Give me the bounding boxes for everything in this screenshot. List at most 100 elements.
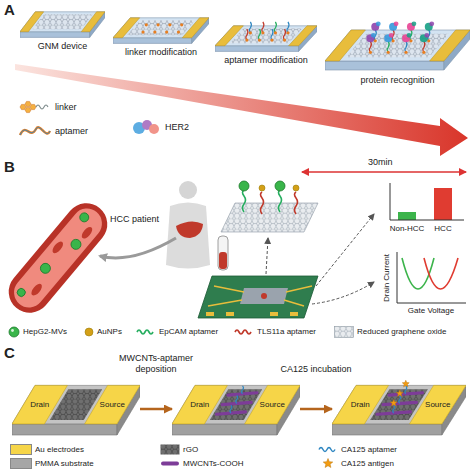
device-illustration [215, 14, 317, 54]
legend-symbol [149, 124, 159, 134]
legend-swatch [10, 444, 32, 455]
legend-symbol [318, 444, 338, 455]
step-label: CA125 incubation [280, 364, 351, 375]
legend-text: MWCNTs-COOH [183, 459, 243, 469]
panel-letter: C [4, 344, 15, 362]
device-illustration [20, 12, 44, 32]
device-illustration [405, 41, 407, 52]
device-illustration [12, 385, 67, 424]
device-illustration [12, 424, 117, 435]
blood-vessel [69, 237, 83, 251]
device-illustration [387, 51, 390, 54]
blood-vessel [38, 261, 52, 275]
graphene-sheet [295, 192, 298, 214]
device-illustration [258, 39, 261, 42]
device-illustration [332, 385, 389, 424]
sensor-chip [290, 312, 298, 316]
device-illustration [346, 34, 449, 58]
blood-vessel [0, 195, 116, 322]
legend-symbol [335, 327, 354, 338]
device-illustration [113, 18, 140, 38]
device-illustration [182, 18, 209, 38]
transfer-curve: Drain CurrentGate Voltage [380, 250, 468, 316]
panel-letter: B [4, 158, 15, 176]
workflow-arrow [15, 64, 468, 156]
device-illustration [332, 385, 466, 424]
device-illustration [20, 12, 105, 32]
device-illustration [287, 22, 289, 33]
device-illustration [230, 405, 232, 413]
stage-device: aptamer modification [215, 14, 317, 66]
electrode-label: Drain [351, 400, 370, 410]
device-illustration [325, 61, 444, 70]
device-illustration [81, 12, 105, 32]
process-arrow [300, 408, 332, 411]
device-illustration [215, 26, 317, 46]
device-illustration [246, 29, 248, 40]
graphene-sheet [261, 192, 264, 214]
device-illustration [371, 33, 376, 38]
category-label: Non-HCC [389, 224, 425, 234]
legend-item: rGO [160, 444, 198, 455]
device-illustration [394, 21, 399, 26]
legend-symbol [85, 328, 93, 336]
device-illustration [289, 26, 317, 46]
device-illustration [113, 18, 209, 38]
sensor-chip [240, 288, 288, 304]
device-illustration [32, 14, 92, 29]
device-illustration [20, 32, 90, 38]
graphene-sheet [275, 181, 285, 191]
sensor-chip [208, 286, 312, 306]
legend-symbol [20, 104, 26, 109]
graphene-sheet [279, 190, 282, 212]
patient-figure [100, 238, 176, 258]
time-arrow [302, 172, 466, 173]
legend-symbol [36, 105, 48, 109]
patient-label: HCC patient [110, 214, 159, 225]
legend-symbol [84, 326, 94, 338]
bar-chart-plot [390, 183, 464, 220]
legend-symbol [334, 326, 354, 338]
legend-item: linker [18, 98, 77, 116]
legend-item: Au electrodes [10, 444, 84, 455]
device-illustration [113, 38, 192, 44]
curve-plot [424, 258, 458, 289]
device-illustration [172, 424, 277, 435]
device-illustration [427, 39, 430, 42]
legend-text: EpCAM aptamer [159, 327, 218, 337]
step-label: MWCNTs-aptamer deposition [106, 353, 206, 375]
blood-tube [218, 236, 228, 270]
flow-arrow [312, 282, 374, 304]
device-illustration [145, 23, 148, 26]
device-illustration [389, 33, 394, 38]
device-illustration [402, 380, 409, 387]
legend-symbol [323, 459, 333, 468]
device-illustration [172, 385, 300, 424]
graphene-sheet [221, 181, 318, 232]
device-illustration [85, 385, 140, 424]
device-illustration [245, 385, 300, 424]
patient-figure [166, 203, 210, 269]
time-label: 30min [368, 157, 393, 168]
legend-item: Reduced graphene oxide [334, 326, 446, 338]
sensor-chip [261, 293, 267, 299]
graphene-sheet [221, 203, 318, 232]
legend-symbol [235, 330, 251, 334]
legend-symbol [30, 104, 36, 109]
device-illustration [12, 378, 140, 440]
bar-chart-plot [380, 180, 468, 224]
device-illustration [261, 31, 264, 34]
device-illustration [387, 41, 389, 52]
flow-arrow [266, 214, 374, 304]
device-illustration [156, 23, 159, 26]
device-illustration [407, 33, 412, 38]
device-illustration [242, 386, 244, 394]
graphene-sheet [239, 181, 249, 191]
legend-text: linker [55, 102, 77, 113]
axis-label: Gate Voltage [394, 306, 468, 316]
stage-device: linker modification [113, 8, 209, 58]
device-illustration [177, 31, 180, 34]
legend-symbol [25, 107, 31, 112]
electrode-label: Source [100, 400, 125, 410]
blood-vessel [29, 282, 43, 297]
